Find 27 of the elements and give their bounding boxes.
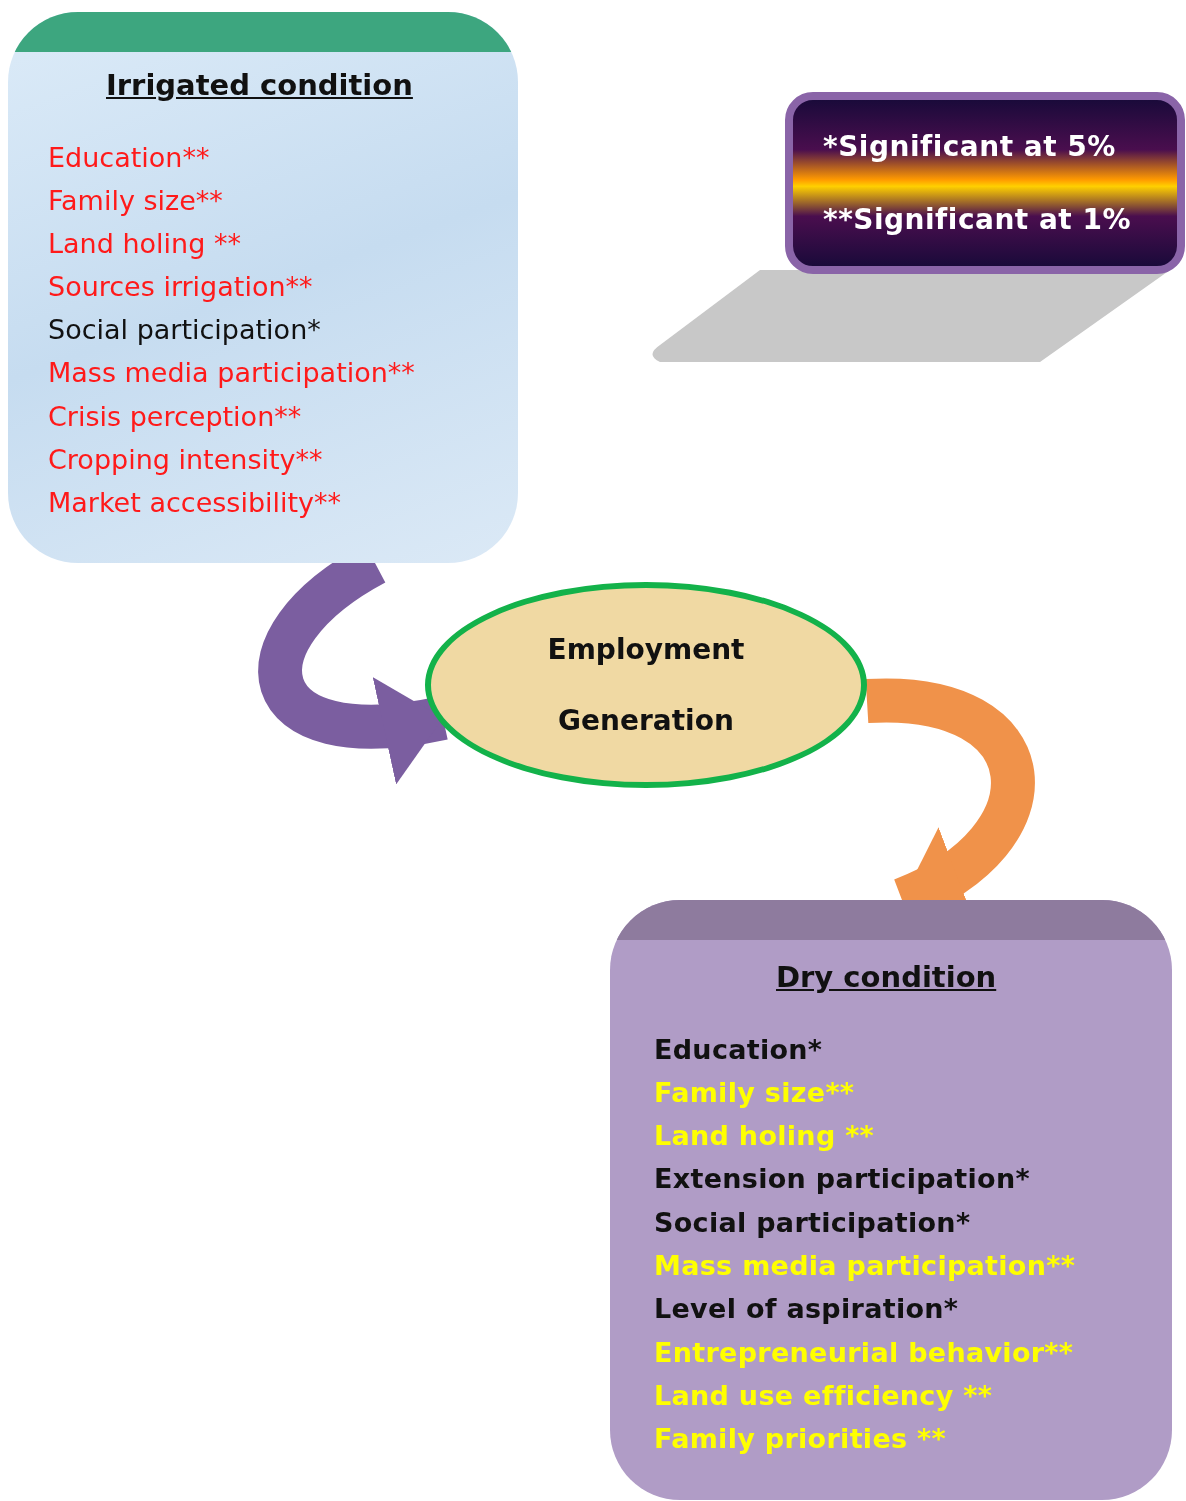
condition-card: [610, 900, 1172, 1500]
card-heading: Dry condition: [776, 959, 997, 996]
card-heading: Irrigated condition: [106, 67, 413, 104]
factor-item: Education**: [48, 141, 210, 173]
key-text: *Significant at 5%: [823, 128, 1116, 165]
factor-item: Extension participation*: [654, 1163, 1030, 1195]
factor-item: Sources irrigation**: [48, 271, 313, 303]
factor-item: Market accessibility**: [48, 487, 342, 518]
key-text: **Significant at 1%: [823, 201, 1132, 238]
factor-item: Land holing **: [48, 227, 241, 259]
factor-item: Level of aspiration*: [654, 1293, 959, 1325]
factor-item: Entrepreneurial behavior**: [654, 1336, 1074, 1368]
factor-item: Land holing **: [654, 1120, 875, 1152]
condition-card: [8, 12, 518, 563]
factor-item: Cropping intensity**: [48, 443, 323, 475]
factor-item: Crisis perception**: [48, 400, 302, 432]
factor-item: Family size**: [48, 184, 223, 216]
factor-item: Family size**: [654, 1076, 855, 1108]
factor-item: Education*: [654, 1033, 823, 1065]
significance-key: [785, 92, 1185, 274]
factor-item: Land use efficiency **: [654, 1379, 993, 1411]
factor-item: Social participation*: [654, 1206, 971, 1238]
factor-item: Mass media participation**: [48, 357, 415, 389]
factor-item: Family priorities **: [654, 1423, 946, 1455]
factor-item: Social participation*: [48, 314, 321, 346]
factor-item: Mass media participation**: [654, 1250, 1076, 1281]
ellipse-label: Employment Generation: [546, 632, 746, 739]
